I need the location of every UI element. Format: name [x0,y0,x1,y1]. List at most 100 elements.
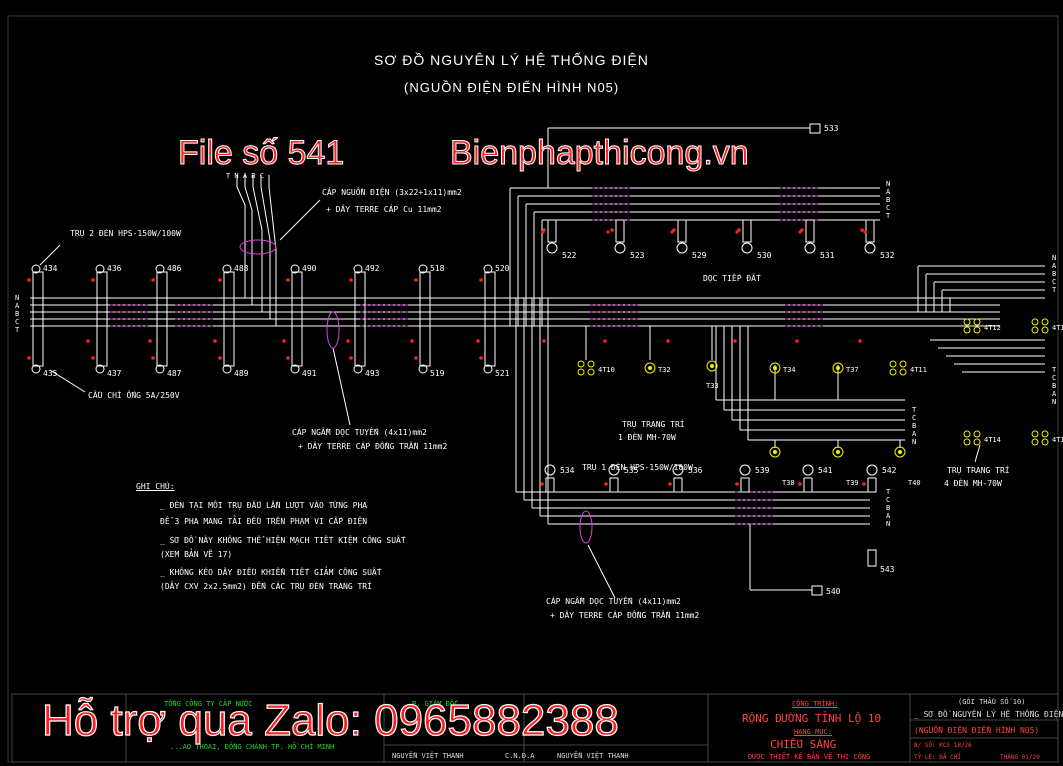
tb-cnda: C.N.Đ.A [505,752,535,760]
pole-number: 542 [882,466,897,475]
fuse-marker [349,356,353,360]
ground-marker [735,230,739,234]
deco-lamp-icon [773,366,777,370]
cable-marker [579,510,593,544]
light-pole [615,219,625,243]
pole-number: 436 [107,264,122,273]
deco-lamp-number: 4T14 [984,436,1001,444]
deco-pole-1b: 1 ĐÈN MH-70W [618,433,676,442]
bus-label-bottom: N [886,520,890,528]
pole-number: 531 [820,251,835,260]
bus-label-right-lower: N [1052,398,1056,406]
source-lead [268,175,277,326]
tb-sheet-no: B/ SỐ: KCS 18/26 [914,742,972,749]
under-cable-1a: CÁP NGẦM DỌC TUYẾN (4x11)mm2 [292,428,427,437]
bus-label-right-lower: A [1052,390,1057,398]
title-block [11,693,1059,763]
ground-marker [476,339,480,343]
fuse-marker [668,482,672,486]
bus-label-mid: B [912,422,916,430]
fuse-marker [91,278,95,282]
deco-lamp-icon [1041,326,1049,334]
light-pole [740,477,750,493]
deco-lamp-icon [973,326,981,334]
deco-lamp-icon [644,362,656,374]
pole-number: 490 [302,264,317,273]
tb-item: CHIẾU SÁNG [770,738,837,751]
pole-number: 520 [495,264,510,273]
light-pole [96,271,108,367]
pole-number: 532 [880,251,895,260]
lamp-icon [739,464,751,476]
bus-label-bottom: T [886,488,891,496]
fuse-marker [27,278,31,282]
bus-label-top-right: N [886,180,890,188]
pole-number: 493 [365,369,380,378]
tb-company: TỔNG CÔNG TY CẤP NƯỚC [164,700,253,708]
deco-lamp-icon [1041,318,1049,326]
tb-address: ...AO THOẠI, ĐỒNG CHÁNH TP. HỒ CHÍ MINH [170,743,335,751]
deco-lamp-icon [973,318,981,326]
light-pole [803,477,813,493]
deco-lamp-icon [898,450,902,454]
lamp-icon [741,242,753,254]
cable-label-1: CÁP NGUỒN ĐIỆN (3x22+1x11)mm2 [322,188,462,197]
ground-marker [282,339,286,343]
ground-marker [666,339,670,343]
fuse-marker [479,356,483,360]
pole-number: 530 [757,251,772,260]
source-lead [260,175,271,319]
fuse-marker [798,482,802,486]
fuse-marker [414,278,418,282]
ground-marker [148,339,152,343]
pole-number: 534 [560,466,575,475]
lamp-icon [155,364,165,374]
light-pole [742,219,752,243]
light-pole [547,219,557,243]
bus-label-right-upper: A [1052,262,1057,270]
lamp-icon [31,264,41,274]
pole-number: 535 [624,466,639,475]
fuse-marker [91,356,95,360]
light-pole [291,271,303,367]
deco-lamp-number: T38 [782,479,795,487]
bus-label-top-right: T [886,212,891,220]
light-pole [354,271,366,367]
fuse-marker [151,356,155,360]
deco-lamp-number: T34 [783,366,796,374]
tb-scale: TỶ LỆ: ĐÃ CHỈ [914,754,961,761]
lamp-icon [544,464,556,476]
tb-project: RỘNG ĐƯỜNG TỈNH LỘ 10 [742,712,882,725]
bus-label-left: C [15,318,19,326]
cable-marker [239,239,277,255]
deco-lamp-number: 4T11 [910,366,927,374]
ground-marker [346,339,350,343]
ground-marker [86,339,90,343]
lamp-icon [483,264,493,274]
deco-lamp-icon [587,368,595,376]
bus-label-bottom: C [886,496,890,504]
fuse-marker [540,482,544,486]
lamp-icon [811,585,823,596]
deco-lamp-icon [963,430,971,438]
under-cable-2a: CÁP NGẦM DỌC TUYẾN (4x11)mm2 [546,597,681,606]
fuse-marker [286,356,290,360]
fuse-marker [286,278,290,282]
light-pole [484,271,496,367]
ground-marker [606,230,610,234]
pole-number: 491 [302,369,317,378]
deco-lamp-icon [1031,430,1039,438]
deco-lamp-icon [963,438,971,446]
deco-lamp-number: T37 [846,366,859,374]
bus-label-bottom: B [886,504,890,512]
bus-label-top-right: C [886,204,890,212]
ground-marker [213,339,217,343]
fuse-marker [151,278,155,282]
bus-label-mid: A [912,430,917,438]
deco-lamp-icon [1031,318,1039,326]
fuse-marker [610,228,614,232]
bus-label-mid: N [912,438,916,446]
fuse-label: CẦU CHÌ ỐNG 5A/250V [88,391,180,400]
zalo-watermark: Hỗ trợ qua Zalo: 0965882388 [41,695,619,745]
